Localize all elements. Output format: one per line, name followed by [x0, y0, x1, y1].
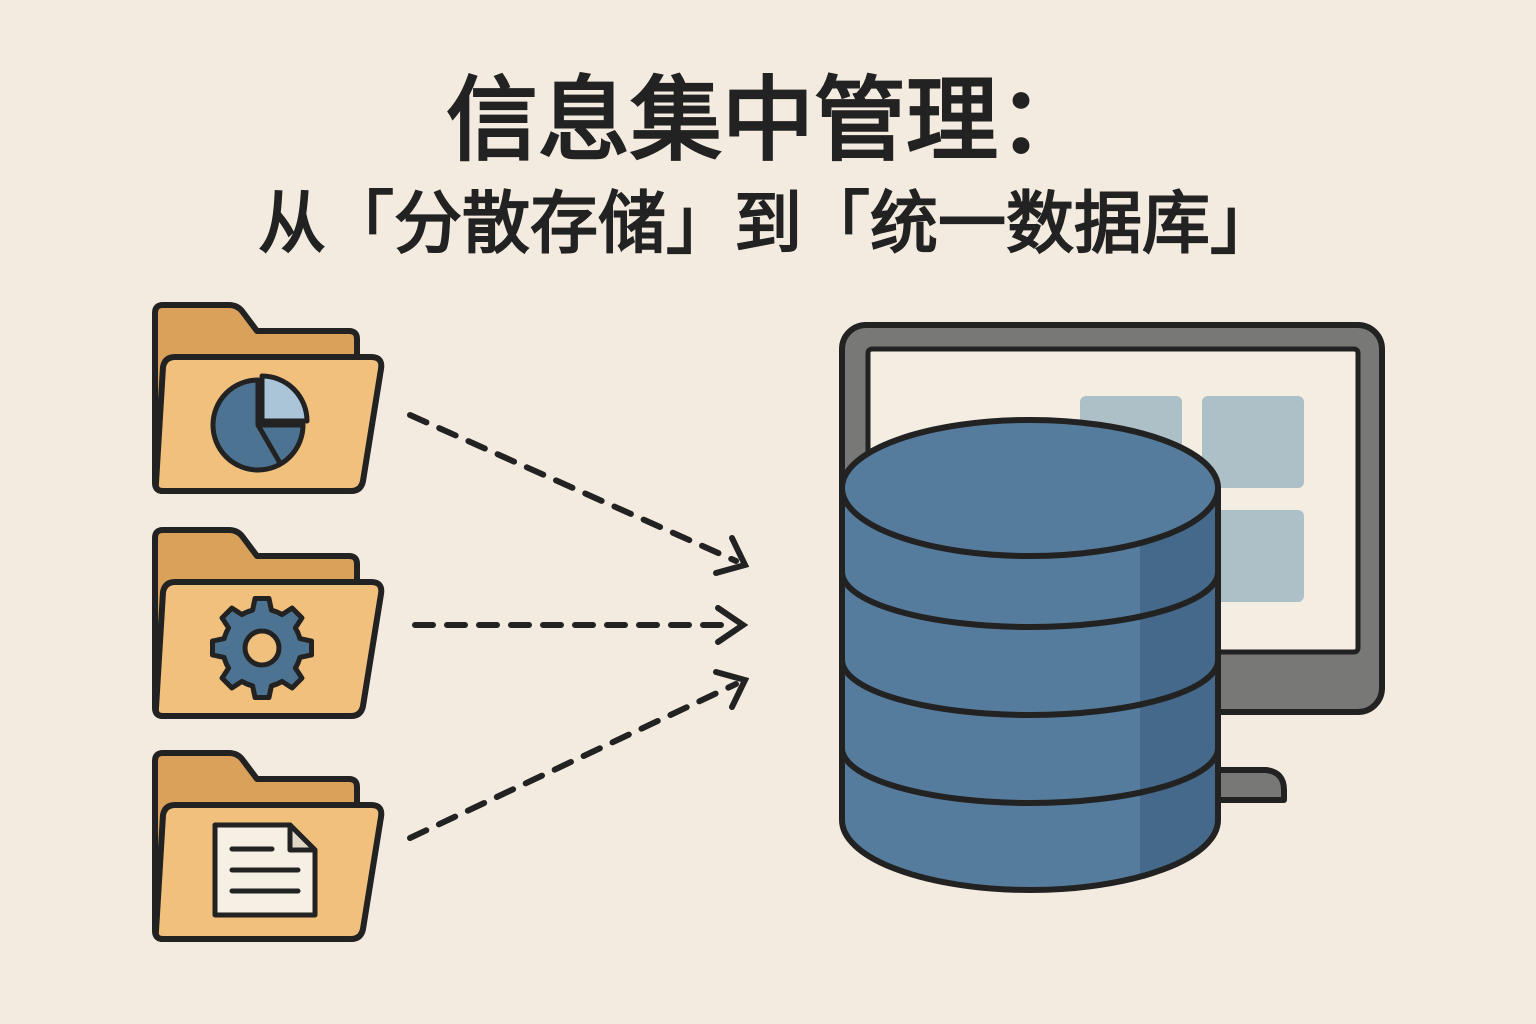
database-top	[839, 417, 1221, 559]
database-band-line	[839, 659, 1221, 718]
database-band-line	[839, 571, 1221, 630]
database-band-line	[839, 747, 1221, 806]
arrow-from-pie-folder	[407, 412, 750, 576]
screen-tile	[1202, 510, 1304, 602]
folder-pie-chart	[152, 302, 385, 494]
database-icon	[839, 417, 1221, 893]
database-outline	[839, 488, 1221, 893]
folder-document	[152, 750, 385, 942]
database-body	[842, 488, 1218, 890]
document-icon	[212, 822, 318, 918]
screen-tile	[1202, 396, 1304, 488]
folder-gear	[152, 527, 385, 719]
pie-chart-icon	[210, 373, 310, 473]
arrow-from-document-folder	[407, 669, 750, 841]
arrow-from-gear-folder	[412, 605, 749, 645]
page-title: 信息集中管理：	[446, 67, 1090, 174]
gear-icon	[209, 595, 315, 701]
database-shade	[1140, 488, 1218, 890]
page-subtitle: 从「分散存储」到「统一数据库」	[258, 185, 1278, 264]
